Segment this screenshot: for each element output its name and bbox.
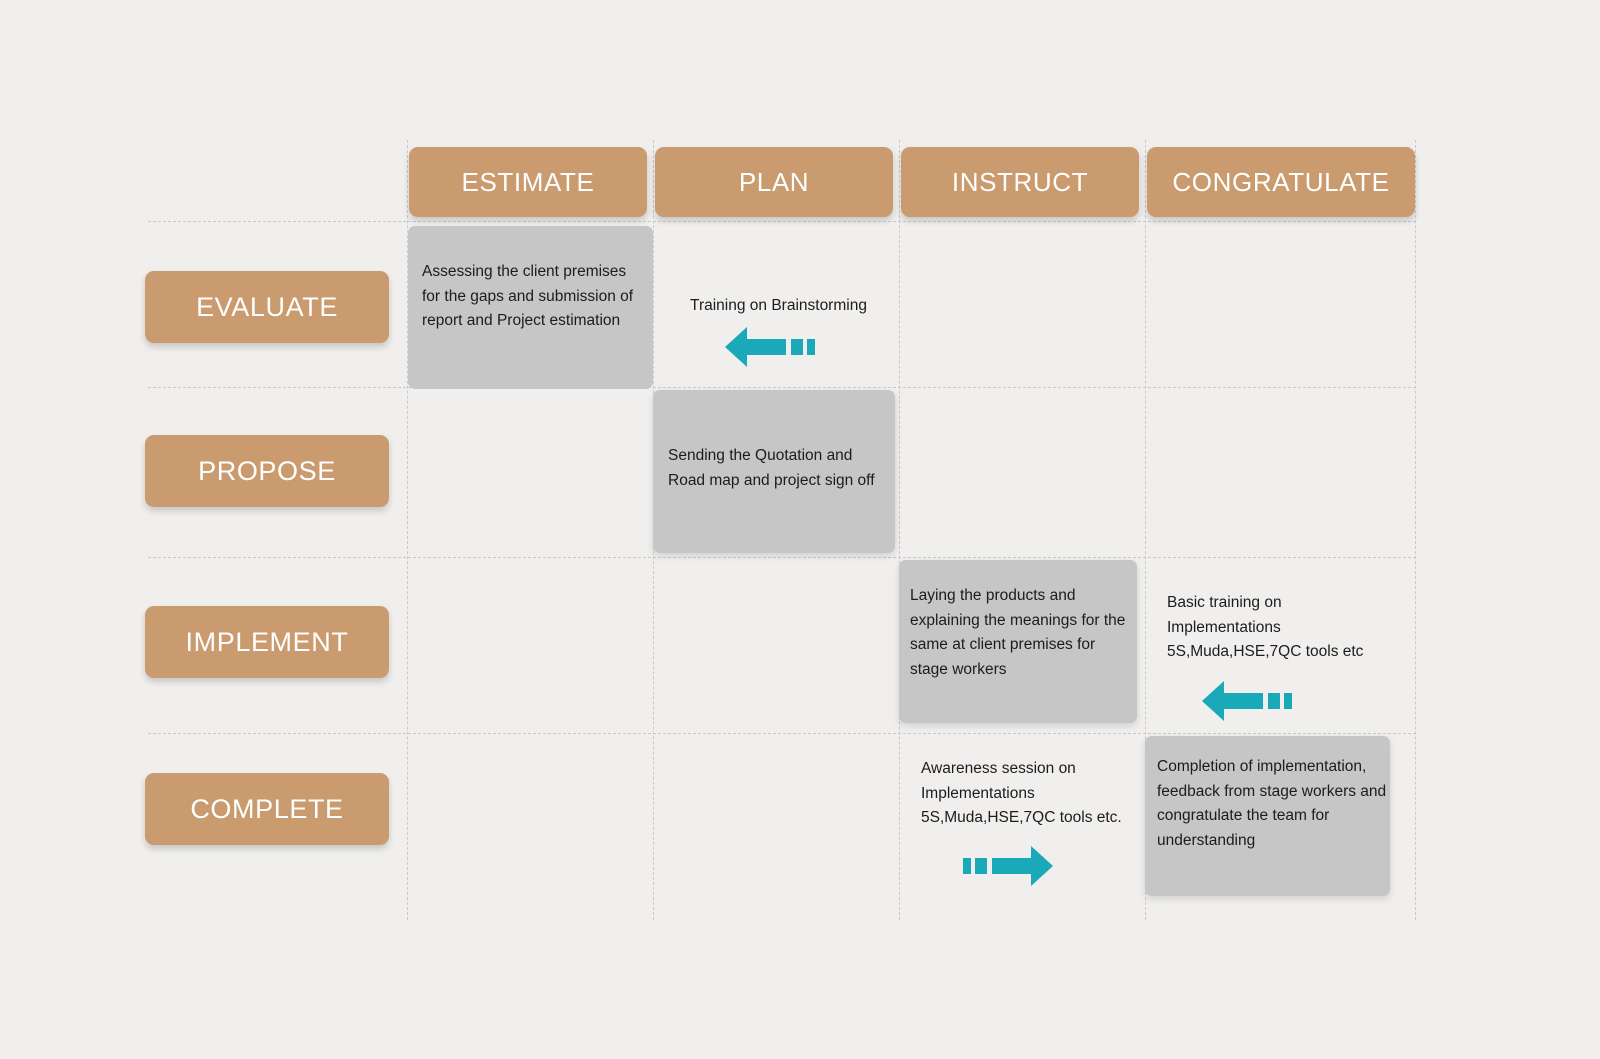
- cell-text-evaluate-plan: Training on Brainstorming: [690, 297, 867, 314]
- grid-line-vertical-3: [899, 140, 900, 920]
- grid-line-vertical-4: [1145, 140, 1146, 920]
- cell-card-evaluate-estimate[interactable]: [408, 226, 653, 389]
- grid-line-horizontal-1: [148, 387, 1416, 388]
- column-header-instruct[interactable]: INSTRUCT: [901, 147, 1139, 217]
- row-label-implement[interactable]: IMPLEMENT: [145, 606, 389, 678]
- cell-card-complete-congratulate[interactable]: [1145, 736, 1390, 896]
- grid-line-horizontal-3: [148, 733, 1416, 734]
- column-header-congratulate-label: CONGRATULATE: [1172, 166, 1390, 197]
- row-label-complete-label: COMPLETE: [190, 793, 344, 824]
- column-header-congratulate[interactable]: CONGRATULATE: [1147, 147, 1415, 217]
- column-header-estimate[interactable]: ESTIMATE: [409, 147, 647, 217]
- cell-text-evaluate-estimate: Assessing the client premises for the ga…: [422, 263, 634, 329]
- cell-text-implement-instruct: Laying the products and explaining the m…: [910, 587, 1126, 678]
- cell-card-propose-plan[interactable]: [653, 390, 895, 553]
- grid-line-horizontal-top: [148, 221, 1416, 222]
- row-label-propose-label: PROPOSE: [198, 455, 336, 486]
- row-label-evaluate-label: EVALUATE: [196, 291, 338, 322]
- cell-text-complete-instruct: Awareness session on Implementations 5S,…: [921, 760, 1122, 826]
- column-header-estimate-label: ESTIMATE: [461, 166, 595, 197]
- grid-line-vertical-5: [1415, 140, 1416, 920]
- cell-text-complete-congratulate: Completion of implementation, feedback f…: [1157, 758, 1387, 849]
- row-label-evaluate[interactable]: EVALUATE: [145, 271, 389, 343]
- arrow-right-complete-instruct: [963, 845, 1055, 887]
- column-header-instruct-label: INSTRUCT: [951, 166, 1089, 197]
- arrow-left-evaluate-plan: [723, 326, 815, 368]
- row-label-propose[interactable]: PROPOSE: [145, 435, 389, 507]
- cell-text-propose-plan: Sending the Quotation and Road map and p…: [668, 447, 875, 489]
- grid-line-horizontal-2: [148, 557, 1416, 558]
- grid-line-vertical-1: [407, 140, 408, 920]
- row-label-implement-label: IMPLEMENT: [185, 626, 349, 657]
- arrow-left-implement-congratulate: [1200, 680, 1292, 722]
- cell-text-implement-congratulate: Basic training on Implementations 5S,Mud…: [1167, 594, 1364, 660]
- column-header-plan[interactable]: PLAN: [655, 147, 893, 217]
- row-label-complete[interactable]: COMPLETE: [145, 773, 389, 845]
- cell-card-implement-instruct[interactable]: [899, 560, 1137, 723]
- column-header-plan-label: PLAN: [738, 166, 810, 197]
